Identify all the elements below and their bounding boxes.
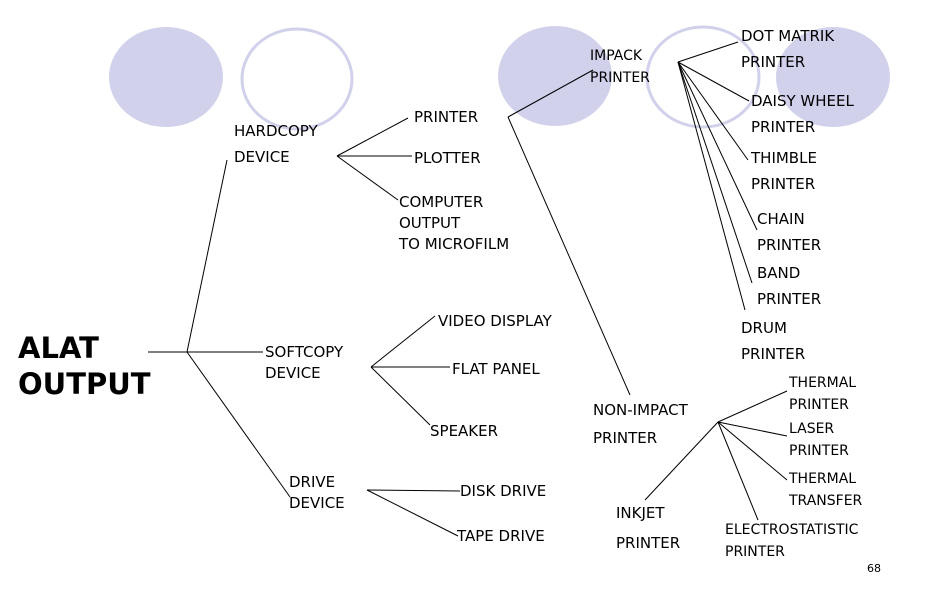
softcopy-label-1: SOFTCOPY	[265, 343, 344, 361]
drum-line-1: DRUM	[741, 319, 787, 337]
softcopy-label-2: DEVICE	[265, 364, 321, 382]
drive-label-1: DRIVE	[289, 473, 336, 491]
thermal-line-2: PRINTER	[789, 397, 849, 413]
inkjet-line-2: PRINTER	[616, 534, 681, 552]
drive-disk-node: DISK DRIVE	[460, 482, 547, 500]
hardcopy-label-2: DEVICE	[234, 148, 290, 166]
line-ni-electrostatic	[717, 421, 759, 521]
electrostatistic-line-2: PRINTER	[725, 544, 785, 560]
nonimpact-label-1: NON-IMPACT	[593, 401, 688, 419]
line-ni-thermal	[717, 390, 788, 423]
diagram-title: ALAT OUTPUT	[18, 330, 151, 402]
line-printer-nonimpact	[507, 116, 631, 396]
line-imp-band	[677, 61, 753, 284]
band-line-1: BAND	[757, 264, 801, 282]
line-imp-thimble	[677, 61, 749, 161]
hardcopy-printer-node: PRINTER	[414, 108, 479, 126]
nonimpact-item-inkjet: INKJET PRINTER	[616, 498, 680, 558]
nonimpact-label-2: PRINTER	[593, 429, 658, 447]
thermal-transfer-line-1: THERMAL	[789, 471, 857, 487]
laser-line-1: LASER	[789, 421, 835, 437]
line-imp-chain	[677, 61, 758, 231]
softcopy-speaker-node: SPEAKER	[430, 422, 499, 440]
thimble-line-2: PRINTER	[751, 175, 816, 193]
circle-filled-mid	[498, 26, 612, 126]
circle-outline-right	[645, 25, 761, 129]
thermal-line-1: THERMAL	[789, 375, 857, 391]
impact-printer-node: IMPACK PRINTER	[590, 45, 650, 89]
line-imp-drum	[677, 61, 746, 311]
line-imp-dotmatrik	[677, 41, 739, 63]
thimble-line-1: THIMBLE	[751, 149, 817, 167]
impact-item-drum: DRUM PRINTER	[741, 315, 805, 367]
impact-item-thimble: THIMBLE PRINTER	[751, 145, 817, 197]
impact-item-daisy-wheel: DAISY WHEEL PRINTER	[751, 88, 854, 140]
line-to-drive	[186, 351, 291, 498]
line-to-hardcopy	[186, 159, 228, 353]
daisy-line-2: PRINTER	[751, 118, 816, 136]
impact-item-chain: CHAIN PRINTER	[757, 206, 821, 258]
impact-label-2: PRINTER	[590, 70, 650, 86]
nonimpact-item-electrostatistic: ELECTROSTATISTIC PRINTER	[725, 519, 858, 563]
connector-lines	[148, 41, 788, 537]
electrostatistic-line-1: ELECTROSTATISTIC	[725, 522, 859, 538]
circle-filled-right	[776, 27, 890, 127]
line-printer-impact	[507, 69, 594, 118]
com-line-3: TO MICROFILM	[399, 235, 510, 253]
chain-line-1: CHAIN	[757, 210, 805, 228]
com-line-2: OUTPUT	[399, 214, 461, 232]
line-sc-video	[370, 315, 436, 368]
title-line-2: OUTPUT	[18, 367, 151, 401]
inkjet-line-1: INKJET	[616, 504, 665, 522]
dot-matrik-line-1: DOT MATRIK	[741, 27, 835, 45]
hardcopy-label-1: HARDCOPY	[234, 122, 318, 140]
nonimpact-printer-node: NON-IMPACT PRINTER	[593, 396, 688, 452]
impact-label-1: IMPACK	[590, 48, 643, 64]
hardcopy-device-node: HARDCOPY DEVICE	[234, 118, 318, 170]
chain-line-2: PRINTER	[757, 236, 822, 254]
laser-line-2: PRINTER	[789, 443, 849, 459]
decorative-circles	[109, 25, 890, 131]
line-dr-disk	[366, 489, 461, 492]
band-line-2: PRINTER	[757, 290, 822, 308]
line-hc-printer	[336, 117, 409, 157]
circle-outline-left	[240, 27, 354, 131]
softcopy-device-node: SOFTCOPY DEVICE	[265, 342, 343, 384]
drive-device-node: DRIVE DEVICE	[289, 472, 345, 514]
softcopy-flat-node: FLAT PANEL	[452, 360, 540, 378]
line-hc-com	[336, 155, 399, 201]
line-ni-inkjet	[644, 421, 719, 501]
line-imp-daisy	[677, 61, 750, 102]
circle-filled-left	[109, 27, 223, 127]
nonimpact-item-thermal-transfer: THERMAL TRANSFER	[789, 468, 862, 512]
thermal-transfer-line-2: TRANSFER	[789, 493, 863, 509]
drive-tape-node: TAPE DRIVE	[457, 527, 545, 545]
title-line-1: ALAT	[18, 331, 99, 365]
page-number: 68	[867, 562, 881, 575]
line-ni-laser	[717, 421, 788, 437]
softcopy-video-node: VIDEO DISPLAY	[438, 312, 552, 330]
line-dr-tape	[366, 489, 459, 537]
nonimpact-item-thermal: THERMAL PRINTER	[789, 372, 856, 416]
hardcopy-plotter-node: PLOTTER	[414, 149, 481, 167]
impact-item-dot-matrik: DOT MATRIK PRINTER	[741, 23, 834, 75]
line-sc-speaker	[370, 366, 431, 426]
drum-line-2: PRINTER	[741, 345, 806, 363]
impact-item-band: BAND PRINTER	[757, 260, 821, 312]
nonimpact-item-laser: LASER PRINTER	[789, 418, 849, 462]
drive-label-2: DEVICE	[289, 494, 345, 512]
hardcopy-com-node: COMPUTER OUTPUT TO MICROFILM	[399, 192, 509, 255]
daisy-line-1: DAISY WHEEL	[751, 92, 854, 110]
dot-matrik-line-2: PRINTER	[741, 53, 806, 71]
com-line-1: COMPUTER	[399, 193, 484, 211]
line-ni-thermal-transfer	[717, 421, 788, 481]
